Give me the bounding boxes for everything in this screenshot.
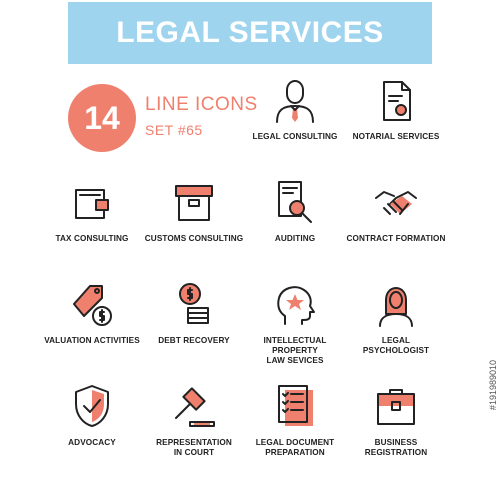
head-star-icon: [277, 286, 315, 325]
customs-consulting-item: CUSTOMS CONSULTING: [139, 178, 249, 274]
legal-psychologist-item: LEGAL PSYCHOLOGIST: [341, 280, 451, 376]
magnifier-document-icon: [278, 181, 312, 223]
valuation-activities-item: VALUATION ACTIVITIES: [37, 280, 147, 376]
handshake-icon: [375, 191, 417, 215]
representation-in-court-label: REPRESENTATION IN COURT: [156, 438, 232, 457]
wallet-icon: [75, 189, 109, 219]
legal-document-preparation-label: LEGAL DOCUMENT PREPARATION: [255, 438, 335, 457]
tax-consulting-item: TAX CONSULTING: [37, 178, 147, 274]
header-banner: LEGAL SERVICES: [68, 2, 432, 64]
set-label: SET #65: [145, 122, 203, 138]
advocacy-item: ADVOCACY: [37, 382, 147, 478]
gavel-icon: [175, 387, 215, 427]
valuation-activities-label: VALUATION ACTIVITIES: [44, 336, 140, 345]
debt-recovery-label: DEBT RECOVERY: [158, 336, 230, 345]
contract-formation-label: CONTRACT FORMATION: [346, 234, 446, 243]
stock-id: #191989010: [488, 360, 498, 411]
legal-document-preparation-item: LEGAL DOCUMENT PREPARATION: [240, 382, 350, 478]
legal-consulting-item: LEGAL CONSULTING: [240, 76, 350, 172]
woman-icon: [379, 287, 413, 327]
notarial-services-item: NOTARIAL SERVICES: [341, 76, 451, 172]
intellectual-property-item: INTELLECTUAL PROPERTY LAW SEVICES: [240, 280, 350, 376]
badge-number: 14: [84, 99, 120, 136]
count-badge: 14: [68, 84, 136, 152]
legal-consulting-label: LEGAL CONSULTING: [252, 132, 338, 141]
lawyer-icon: [276, 80, 314, 123]
contract-formation-item: CONTRACT FORMATION: [341, 178, 451, 274]
price-tag-icon: [73, 285, 112, 326]
notarial-services-label: NOTARIAL SERVICES: [352, 132, 440, 141]
auditing-item: AUDITING: [240, 178, 350, 274]
business-registration-item: BUSINESS REGISTRATION: [341, 382, 451, 478]
checklist-icon: [278, 385, 313, 426]
representation-in-court-item: REPRESENTATION IN COURT: [139, 382, 249, 478]
shield-icon: [75, 385, 109, 427]
business-registration-label: BUSINESS REGISTRATION: [364, 438, 428, 457]
coins-icon: [179, 283, 209, 324]
briefcase-icon: [377, 389, 415, 425]
advocacy-label: ADVOCACY: [68, 438, 116, 447]
customs-consulting-label: CUSTOMS CONSULTING: [144, 234, 244, 243]
auditing-label: AUDITING: [274, 234, 316, 243]
intellectual-property-label: INTELLECTUAL PROPERTY LAW SEVICES: [263, 336, 327, 365]
tax-consulting-label: TAX CONSULTING: [55, 234, 129, 243]
page-title: LEGAL SERVICES: [116, 16, 384, 49]
debt-recovery-item: DEBT RECOVERY: [139, 280, 249, 376]
box-icon: [175, 185, 213, 221]
notary-document-icon: [383, 81, 411, 121]
line-icons-label: LINE ICONS: [145, 94, 258, 115]
legal-psychologist-label: LEGAL PSYCHOLOGIST: [362, 336, 430, 355]
